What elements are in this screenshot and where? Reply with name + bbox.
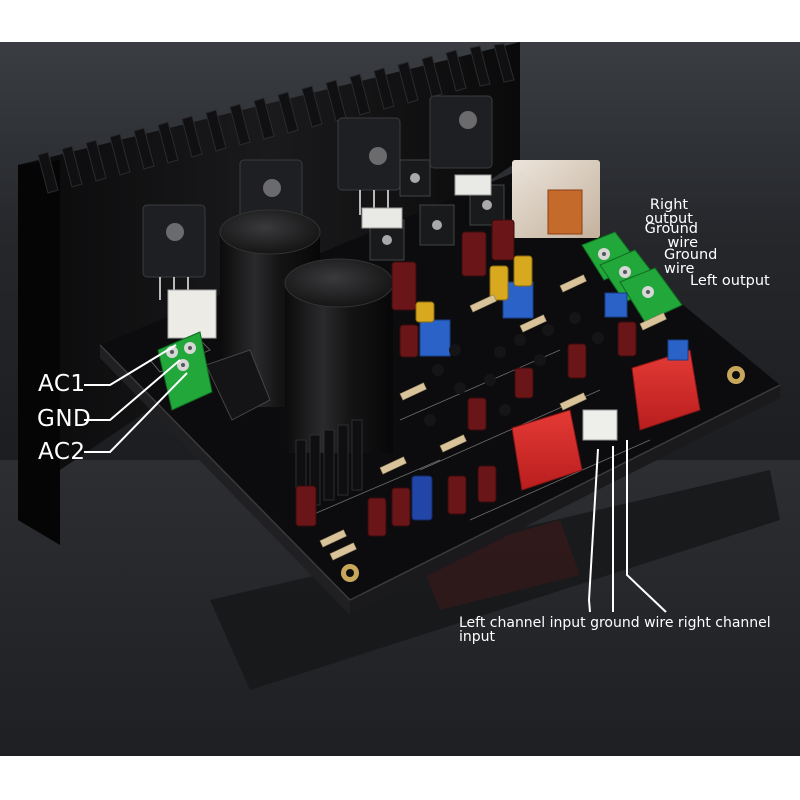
ac2-label: AC2 (38, 439, 86, 465)
input-label: Left channel input ground wire right cha… (459, 615, 771, 645)
gnd-label: GND (37, 406, 92, 432)
ground-wire-label-1: Ground wire (644, 221, 698, 251)
right-output-label: Right output (645, 197, 693, 227)
left-output-label: Left output (690, 273, 770, 289)
ac1-label: AC1 (38, 371, 86, 397)
ground-wire-label-2: Ground wire (664, 247, 718, 277)
